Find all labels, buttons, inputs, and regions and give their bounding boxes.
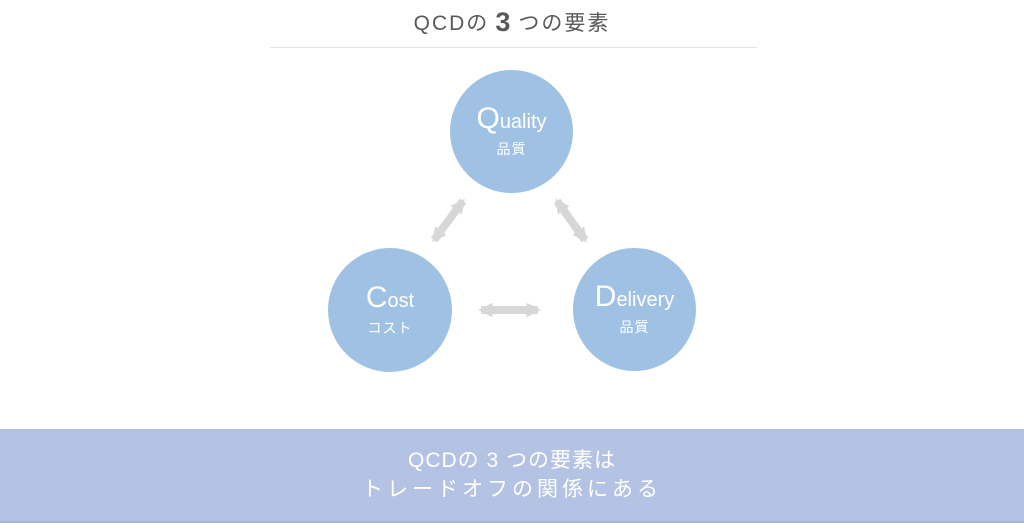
double-arrow-quality-delivery-icon (553, 198, 589, 243)
footer-line-1: QCDの 3 つの要素は (407, 449, 616, 472)
node-quality-sublabel: 品質 (496, 141, 527, 157)
page-title-prefix: QCDの (413, 12, 490, 35)
node-delivery-sublabel: 品質 (619, 319, 650, 335)
title-divider (270, 47, 757, 48)
double-arrow-quality-cost-icon (430, 198, 467, 243)
page-title-suffix: つの要素 (518, 12, 611, 35)
node-delivery-label: Delivery (594, 280, 675, 313)
node-quality-label: Quality (476, 102, 547, 135)
node-cost-label: Cost (365, 280, 415, 314)
page-title-number: 3 (495, 7, 513, 37)
footer-line-2: トレードオフの関係にある (362, 478, 662, 501)
node-delivery: Delivery 品質 (573, 248, 696, 371)
footer-banner: QCDの 3 つの要素は トレードオフの関係にある (0, 429, 1024, 523)
node-quality: Quality 品質 (450, 70, 573, 193)
node-cost-sublabel: コスト (367, 319, 413, 336)
node-cost: Cost コスト (328, 248, 452, 372)
